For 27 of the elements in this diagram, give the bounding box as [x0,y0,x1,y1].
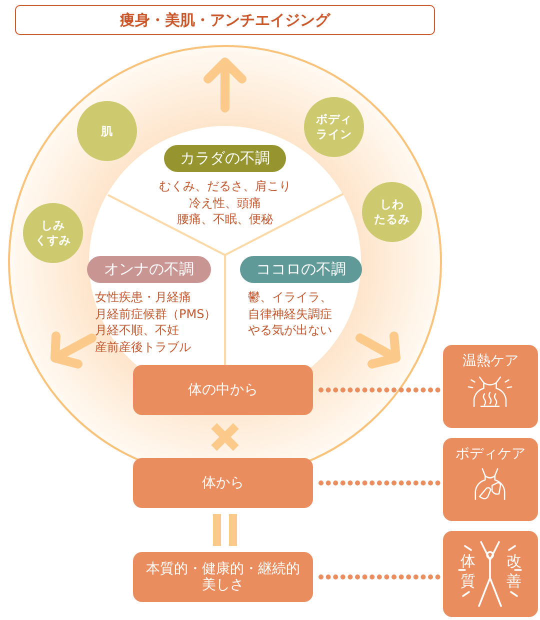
dotted-connector [318,388,440,392]
care-box [443,438,538,521]
symptom-text: 産前産後トラブル [94,338,191,355]
symptom-text: むくみ、だるさ、肩こり [159,178,291,194]
step-box: 本質的・健康的・継続的美しさ [133,552,313,602]
dotted-connector [318,480,440,486]
step-box: 体から [133,458,313,508]
care-box [443,345,538,428]
dotted-connector [318,574,440,580]
symptom-text: やる気が出ない [247,322,332,338]
box-heading: ボディケア [454,445,526,463]
care-box [443,531,538,617]
symptom-text: 月経不順、不妊 [94,322,179,338]
category-label: カラダの不調 [164,145,286,172]
vertical-text: 体質 [460,551,476,591]
title-box: 痩身・美肌・アンチエイジング [15,5,435,35]
symptom-text: 月経前症候群（PMS） [94,306,216,322]
box-heading: 温熱ケア [462,352,520,370]
symptom-text: 自律神経失調症 [247,306,332,322]
symptom-text: 冷え性、頭痛 [189,194,261,211]
symptom-text: 腰痛、不眠、便秘 [177,211,273,228]
vertical-text: 改善 [506,551,522,591]
symptom-text: 鬱、イライラ、 [247,289,332,306]
symptom-text: 女性疾患・月経痛 [94,289,191,306]
category-label: オンナの不調 [87,256,211,283]
step-box: 体の中から [133,365,313,415]
category-label: ココロの不調 [240,256,362,283]
